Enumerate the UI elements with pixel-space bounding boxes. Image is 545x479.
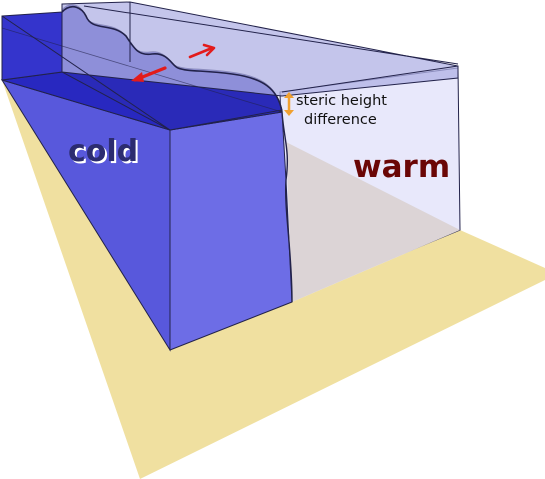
surface-back-line <box>83 5 459 65</box>
arrow-left-icon <box>131 66 167 82</box>
surface-mid-line <box>1 27 283 113</box>
wavy-interface-line <box>61 5 283 113</box>
lid-front-edge <box>281 65 459 93</box>
warm-label: warm <box>353 149 450 185</box>
double-arrow-vertical-icon <box>284 92 294 116</box>
front-boundary-line <box>281 111 293 303</box>
steric-label-line2: difference <box>304 112 377 128</box>
arrow-right-icon <box>188 43 216 59</box>
warm-region-floor <box>286 142 460 302</box>
steric-label-line1: steric height <box>296 93 387 109</box>
cold-label: cold <box>68 134 138 169</box>
seafloor <box>2 80 545 479</box>
surface-back-line-2 <box>1 15 171 131</box>
cold-label-shadow: cold <box>70 136 140 171</box>
